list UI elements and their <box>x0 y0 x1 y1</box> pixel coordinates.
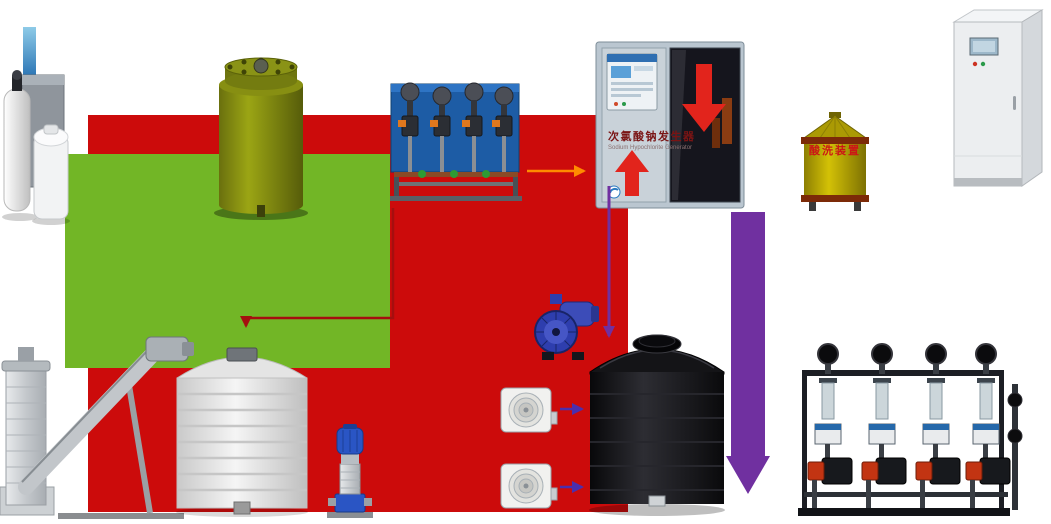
metering-pump-skid-icon <box>390 82 522 201</box>
hmi-screen-icon <box>606 53 658 111</box>
acid-wash-unit <box>796 110 874 212</box>
centrifugal-pump-icon <box>534 294 599 360</box>
dosing-unit-icon <box>861 343 907 508</box>
red-down-arrow-icon <box>682 64 726 132</box>
blower-1 <box>500 386 558 434</box>
metering-pump-skid <box>386 68 526 210</box>
water-softener-icon <box>2 70 70 225</box>
hypochlorite-generator-icon <box>595 41 745 209</box>
vertical-multistage-pump-icon <box>327 424 373 518</box>
acid-wash-unit-icon <box>801 112 869 211</box>
red-up-arrow-icon <box>615 150 649 196</box>
screw-conveyor <box>0 335 196 521</box>
control-cabinet <box>950 6 1044 200</box>
dosing-pump-skid <box>796 340 1024 518</box>
black-storage-tank <box>586 326 728 518</box>
screw-conveyor-icon <box>0 336 194 519</box>
blue-marker-bar <box>23 27 36 77</box>
blower-2 <box>500 461 558 511</box>
pump-unit-icon <box>492 86 514 172</box>
water-softener <box>0 55 75 227</box>
vertical-multistage-pump <box>326 424 374 520</box>
dosing-pump-skid-icon <box>798 343 1023 516</box>
chemical-mixing-tank-icon <box>214 57 308 220</box>
chemical-mixing-tank <box>210 55 312 223</box>
dosing-unit-icon <box>965 343 1011 508</box>
blower-fan-icon <box>500 463 558 509</box>
pump-unit-icon <box>462 82 484 172</box>
control-cabinet-icon <box>952 9 1044 187</box>
hypochlorite-generator <box>594 38 746 214</box>
tank-manway-icon <box>226 347 258 362</box>
generator-output-band-arrowhead <box>726 456 770 494</box>
dosing-unit-icon <box>915 343 961 508</box>
brand-logo-icon <box>607 185 621 199</box>
black-storage-tank-icon <box>589 334 725 516</box>
cabinet-handle-icon <box>1013 96 1016 110</box>
centrifugal-pump <box>530 290 600 364</box>
white-storage-tank <box>172 336 312 518</box>
white-storage-tank-icon <box>176 347 308 517</box>
blower-fan-icon <box>500 387 558 433</box>
pump-unit-icon <box>398 82 420 172</box>
pump-unit-icon <box>430 86 452 172</box>
dosing-unit-icon <box>807 343 853 508</box>
